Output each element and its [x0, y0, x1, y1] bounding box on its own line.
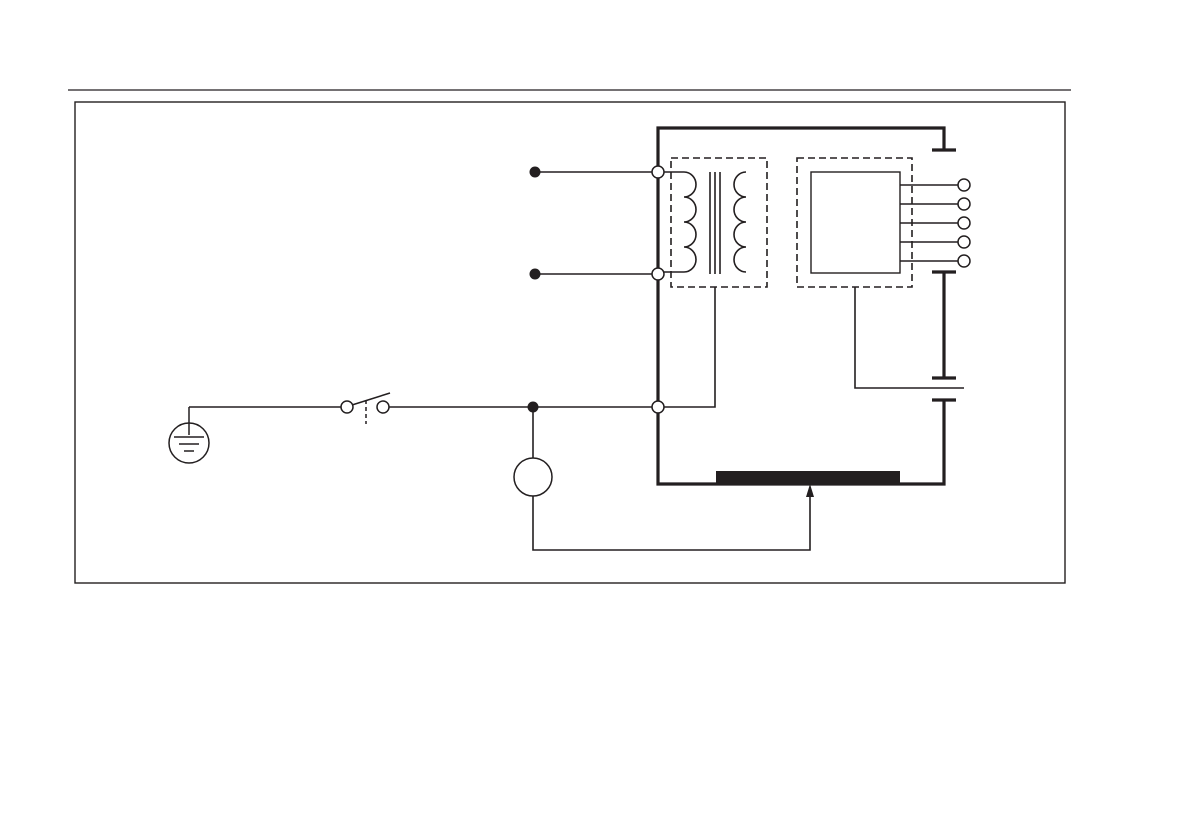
- module-inner: [811, 172, 900, 273]
- input-wires: [535, 172, 652, 274]
- primary-winding: [664, 172, 696, 272]
- ground-symbol: [169, 407, 209, 463]
- output-terminal-1: [958, 179, 970, 191]
- enclosure-terminal-top: [652, 166, 664, 178]
- meter-circle: [514, 458, 552, 496]
- secondary-winding: [734, 172, 746, 272]
- module-wire: [855, 287, 964, 388]
- output-terminal-4: [958, 236, 970, 248]
- output-terminal-5: [958, 255, 970, 267]
- enclosure-terminal-ground: [652, 401, 664, 413]
- input-terminal-top: [530, 167, 541, 178]
- transformer-ground-wire: [664, 287, 715, 407]
- enclosure-right-segments: [932, 150, 956, 400]
- output-terminal-3: [958, 217, 970, 229]
- meter-return-wire: [533, 496, 810, 550]
- arrow-head: [806, 484, 814, 497]
- input-terminal-bottom: [530, 269, 541, 280]
- enclosure: [658, 128, 944, 484]
- enclosure-terminal-mid: [652, 268, 664, 280]
- output-terminals: [900, 179, 970, 267]
- figure-frame: [75, 102, 1065, 583]
- transformer: [664, 172, 746, 274]
- output-terminal-2: [958, 198, 970, 210]
- heater-bar: [716, 471, 900, 483]
- switch: [341, 393, 390, 424]
